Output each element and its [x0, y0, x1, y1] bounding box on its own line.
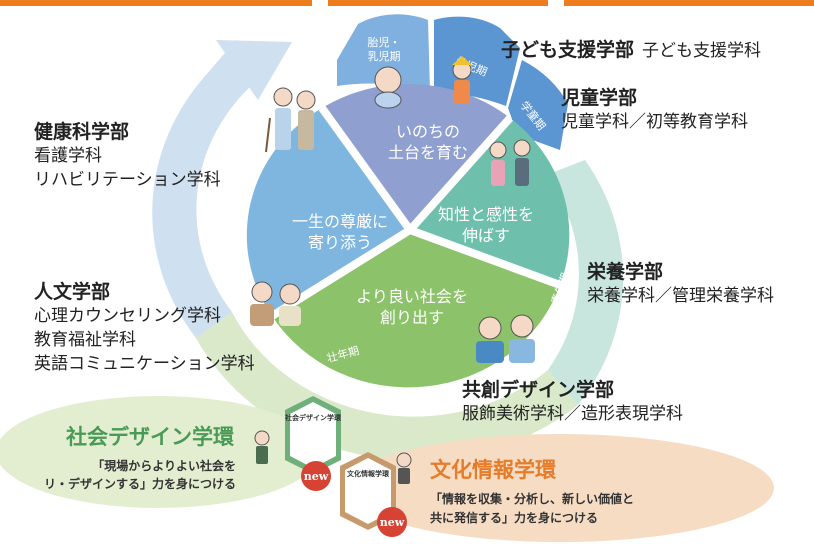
stage-fetal-line2: 乳児期	[368, 50, 401, 63]
dept-jidou: 児童学部 児童学科／初等教育学科	[561, 86, 748, 134]
social-design-new-badge	[301, 461, 331, 491]
dept-jinbun: 人文学部 心理カウンセリング学科 教育福祉学科 英語コミュニケーション学科	[34, 280, 255, 376]
social-design-new-label: new	[304, 470, 329, 483]
culture-info-hex-label: 文化情報学環	[347, 469, 390, 478]
segment-left	[246, 108, 410, 316]
segment-top-line2: 土台を育む	[388, 143, 468, 162]
dept-child-support-course: 子ども支援学科	[642, 41, 762, 61]
banner-notch-left	[312, 0, 328, 6]
segment-right-line1: 知性と感性を	[438, 205, 534, 224]
culture-info-desc-line1: 「情報を収集・分析し、新しい価値と	[430, 491, 634, 506]
dept-kyoso: 共創デザイン学部 服飾美術学科／造形表現学科	[462, 378, 683, 426]
dept-kenko-course-2: リハビリテーション学科	[34, 170, 221, 190]
stage-maturity-label: 熟年期	[232, 186, 253, 221]
dept-jinbun-course-2: 教育福祉学科	[34, 330, 136, 350]
segment-right-line2: 伸ばす	[462, 226, 510, 245]
stage-fetal-line1: 胎児・	[368, 35, 401, 49]
dept-jidou-courses: 児童学科／初等教育学科	[561, 112, 748, 132]
ring-maturity-arrowhead	[216, 40, 292, 100]
social-design-desc-line1: 「現場からよりよい社会を	[92, 458, 236, 473]
baby-icon	[374, 66, 402, 109]
elderly-couple-icon	[265, 87, 316, 153]
dept-kenko: 健康科学部 看護学科 リハビリテーション学科	[34, 120, 221, 192]
segment-left-line1: 一生の尊厳に	[292, 212, 388, 231]
segment-bottom-line1: より良い社会を	[356, 287, 468, 306]
dept-child-support-name: 子ども支援学部	[501, 39, 635, 61]
toddler-icon	[452, 56, 472, 104]
culture-info-blob	[346, 434, 774, 542]
top-banner-bar	[0, 0, 814, 6]
social-design-blob	[0, 396, 320, 508]
stage-fetal	[337, 14, 430, 92]
social-design-person-icon	[254, 430, 270, 464]
dept-kyoso-name: 共創デザイン学部	[462, 379, 615, 401]
dept-kenko-name: 健康科学部	[34, 121, 130, 143]
dept-jinbun-course-3: 英語コミュニケーション学科	[34, 354, 255, 374]
dept-jinbun-name: 人文学部	[34, 281, 111, 303]
segment-top-line1: いのちの	[396, 122, 460, 141]
ring-maturity	[152, 40, 270, 338]
dept-kenko-course-1: 看護学科	[34, 146, 102, 166]
culture-info-hex-badge	[340, 452, 396, 530]
social-design-hex-label: 社会デザイン学環	[284, 413, 342, 422]
social-design-desc-line2: リ・デザインする」力を身につける	[44, 476, 236, 491]
banner-notch-right	[548, 0, 564, 6]
segment-left-line2: 寄り添う	[308, 233, 372, 252]
dept-eiyou: 栄養学部 栄養学科／管理栄養学科	[587, 260, 774, 308]
culture-info-person-icon	[396, 452, 412, 484]
culture-info-new-badge	[377, 507, 407, 537]
dept-child-support: 子ども支援学部子ども支援学科	[501, 38, 761, 63]
social-design-hex-badge	[285, 396, 341, 474]
dept-jinbun-course-1: 心理カウンセリング学科	[34, 306, 221, 326]
social-design-title: 社会デザイン学環	[65, 425, 235, 449]
culture-info-desc-line2: 共に発信する」力を身につける	[430, 510, 598, 525]
ring-adolescence	[546, 160, 624, 405]
dept-eiyou-courses: 栄養学科／管理栄養学科	[587, 286, 774, 306]
schoolchildren-icon	[489, 139, 531, 186]
stage-school	[508, 60, 568, 150]
young-adults-icon	[476, 314, 535, 363]
segment-top	[322, 84, 510, 230]
segment-bottom-line2: 創り出す	[380, 308, 444, 327]
dept-kyoso-courses: 服飾美術学科／造形表現学科	[462, 404, 683, 424]
dept-eiyou-name: 栄養学部	[587, 261, 664, 283]
culture-info-new-label: new	[380, 516, 405, 529]
dept-jidou-name: 児童学部	[561, 87, 638, 109]
adult-couple-icon	[250, 281, 301, 326]
culture-info-title: 文化情報学環	[430, 458, 557, 482]
